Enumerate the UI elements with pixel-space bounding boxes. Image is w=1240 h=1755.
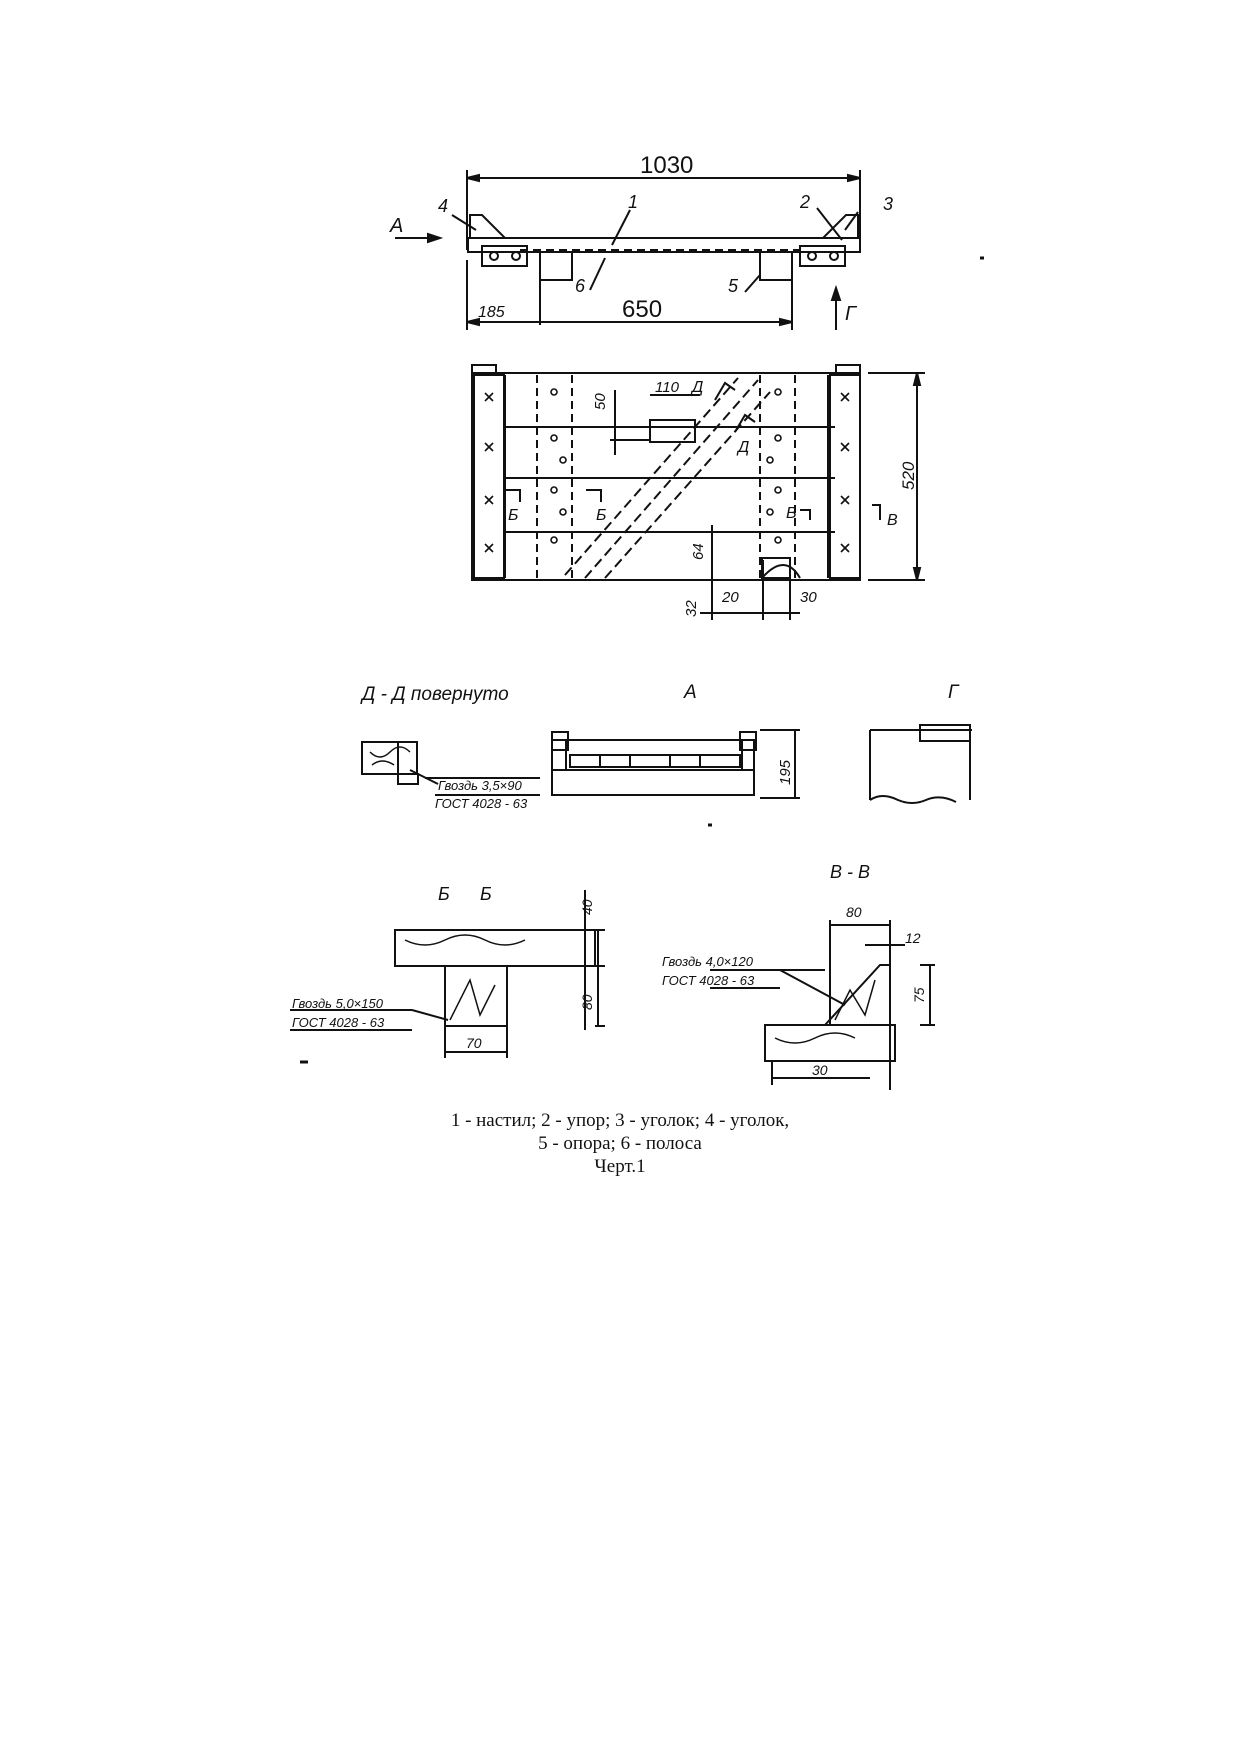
view-a (551, 729, 800, 799)
dim-vv-80: 80 (846, 904, 862, 920)
section-bb-title-left: Б (438, 884, 450, 904)
dim-30: 30 (800, 589, 817, 606)
dim-vv-12: 12 (905, 930, 921, 946)
scan-specks (300, 256, 984, 1064)
callout-1: 1 (628, 192, 638, 212)
top-view (395, 170, 861, 330)
caption-line-2: 5 - опора; 6 - полоса (538, 1133, 702, 1154)
section-b-left: Б (508, 507, 518, 524)
dim-50: 50 (592, 393, 609, 410)
section-vv-title: В - В (830, 862, 870, 882)
dim-vv-75: 75 (911, 987, 927, 1003)
figure-label: Черт.1 (594, 1156, 646, 1177)
view-a-title: А (683, 682, 697, 703)
view-arrow-g: Г (845, 303, 858, 325)
callout-4: 4 (438, 196, 448, 216)
view-g-title: Г (948, 682, 960, 703)
section-bb-title-right: Б (480, 884, 492, 904)
bolt-symbols (484, 388, 850, 553)
section-bb-nail: Гвоздь 5,0×150 (292, 996, 384, 1011)
dim-bb-70: 70 (466, 1035, 482, 1051)
section-d-top: Д (690, 379, 703, 396)
view-arrow-a: А (389, 215, 403, 237)
section-v-right: В (887, 512, 898, 529)
plan-view (471, 364, 925, 620)
callout-3: 3 (883, 194, 893, 214)
section-vv-standard: ГОСТ 4028 - 63 (662, 973, 755, 988)
dim-span: 650 (622, 296, 662, 323)
callout-6: 6 (575, 276, 586, 296)
section-dd-standard: ГОСТ 4028 - 63 (435, 796, 528, 811)
section-dd-title: Д - Д повернуто (360, 684, 509, 705)
dim-110: 110 (655, 379, 680, 396)
caption-line-1: 1 - настил; 2 - упор; 3 - уголок; 4 - уг… (450, 1110, 790, 1131)
section-bb-standard: ГОСТ 4028 - 63 (292, 1015, 385, 1030)
dim-32: 32 (683, 600, 700, 617)
dim-64: 64 (690, 543, 707, 560)
section-dd (361, 741, 540, 796)
dim-195: 195 (777, 759, 794, 785)
dim-vv-30: 30 (812, 1062, 828, 1078)
section-v-left: В (786, 505, 797, 522)
section-dd-nail: Гвоздь 3,5×90 (438, 778, 522, 793)
dim-20: 20 (721, 589, 739, 606)
dim-520: 520 (899, 461, 918, 490)
dim-bb-80: 80 (579, 994, 595, 1010)
callout-2: 2 (799, 192, 810, 212)
section-b-right: Б (596, 507, 606, 524)
dim-bb-40: 40 (579, 899, 595, 915)
section-d-bottom: Д (736, 439, 749, 456)
callout-5: 5 (728, 276, 739, 296)
section-bb (290, 890, 605, 1058)
dim-left: 185 (478, 304, 505, 321)
section-vv (710, 920, 935, 1090)
section-vv-nail: Гвоздь 4,0×120 (662, 954, 754, 969)
view-g (869, 724, 972, 804)
dim-overall: 1030 (640, 152, 693, 179)
labels: 1030 185 650 А Г 4 1 2 3 6 5 520 50 110 … (292, 152, 960, 1078)
